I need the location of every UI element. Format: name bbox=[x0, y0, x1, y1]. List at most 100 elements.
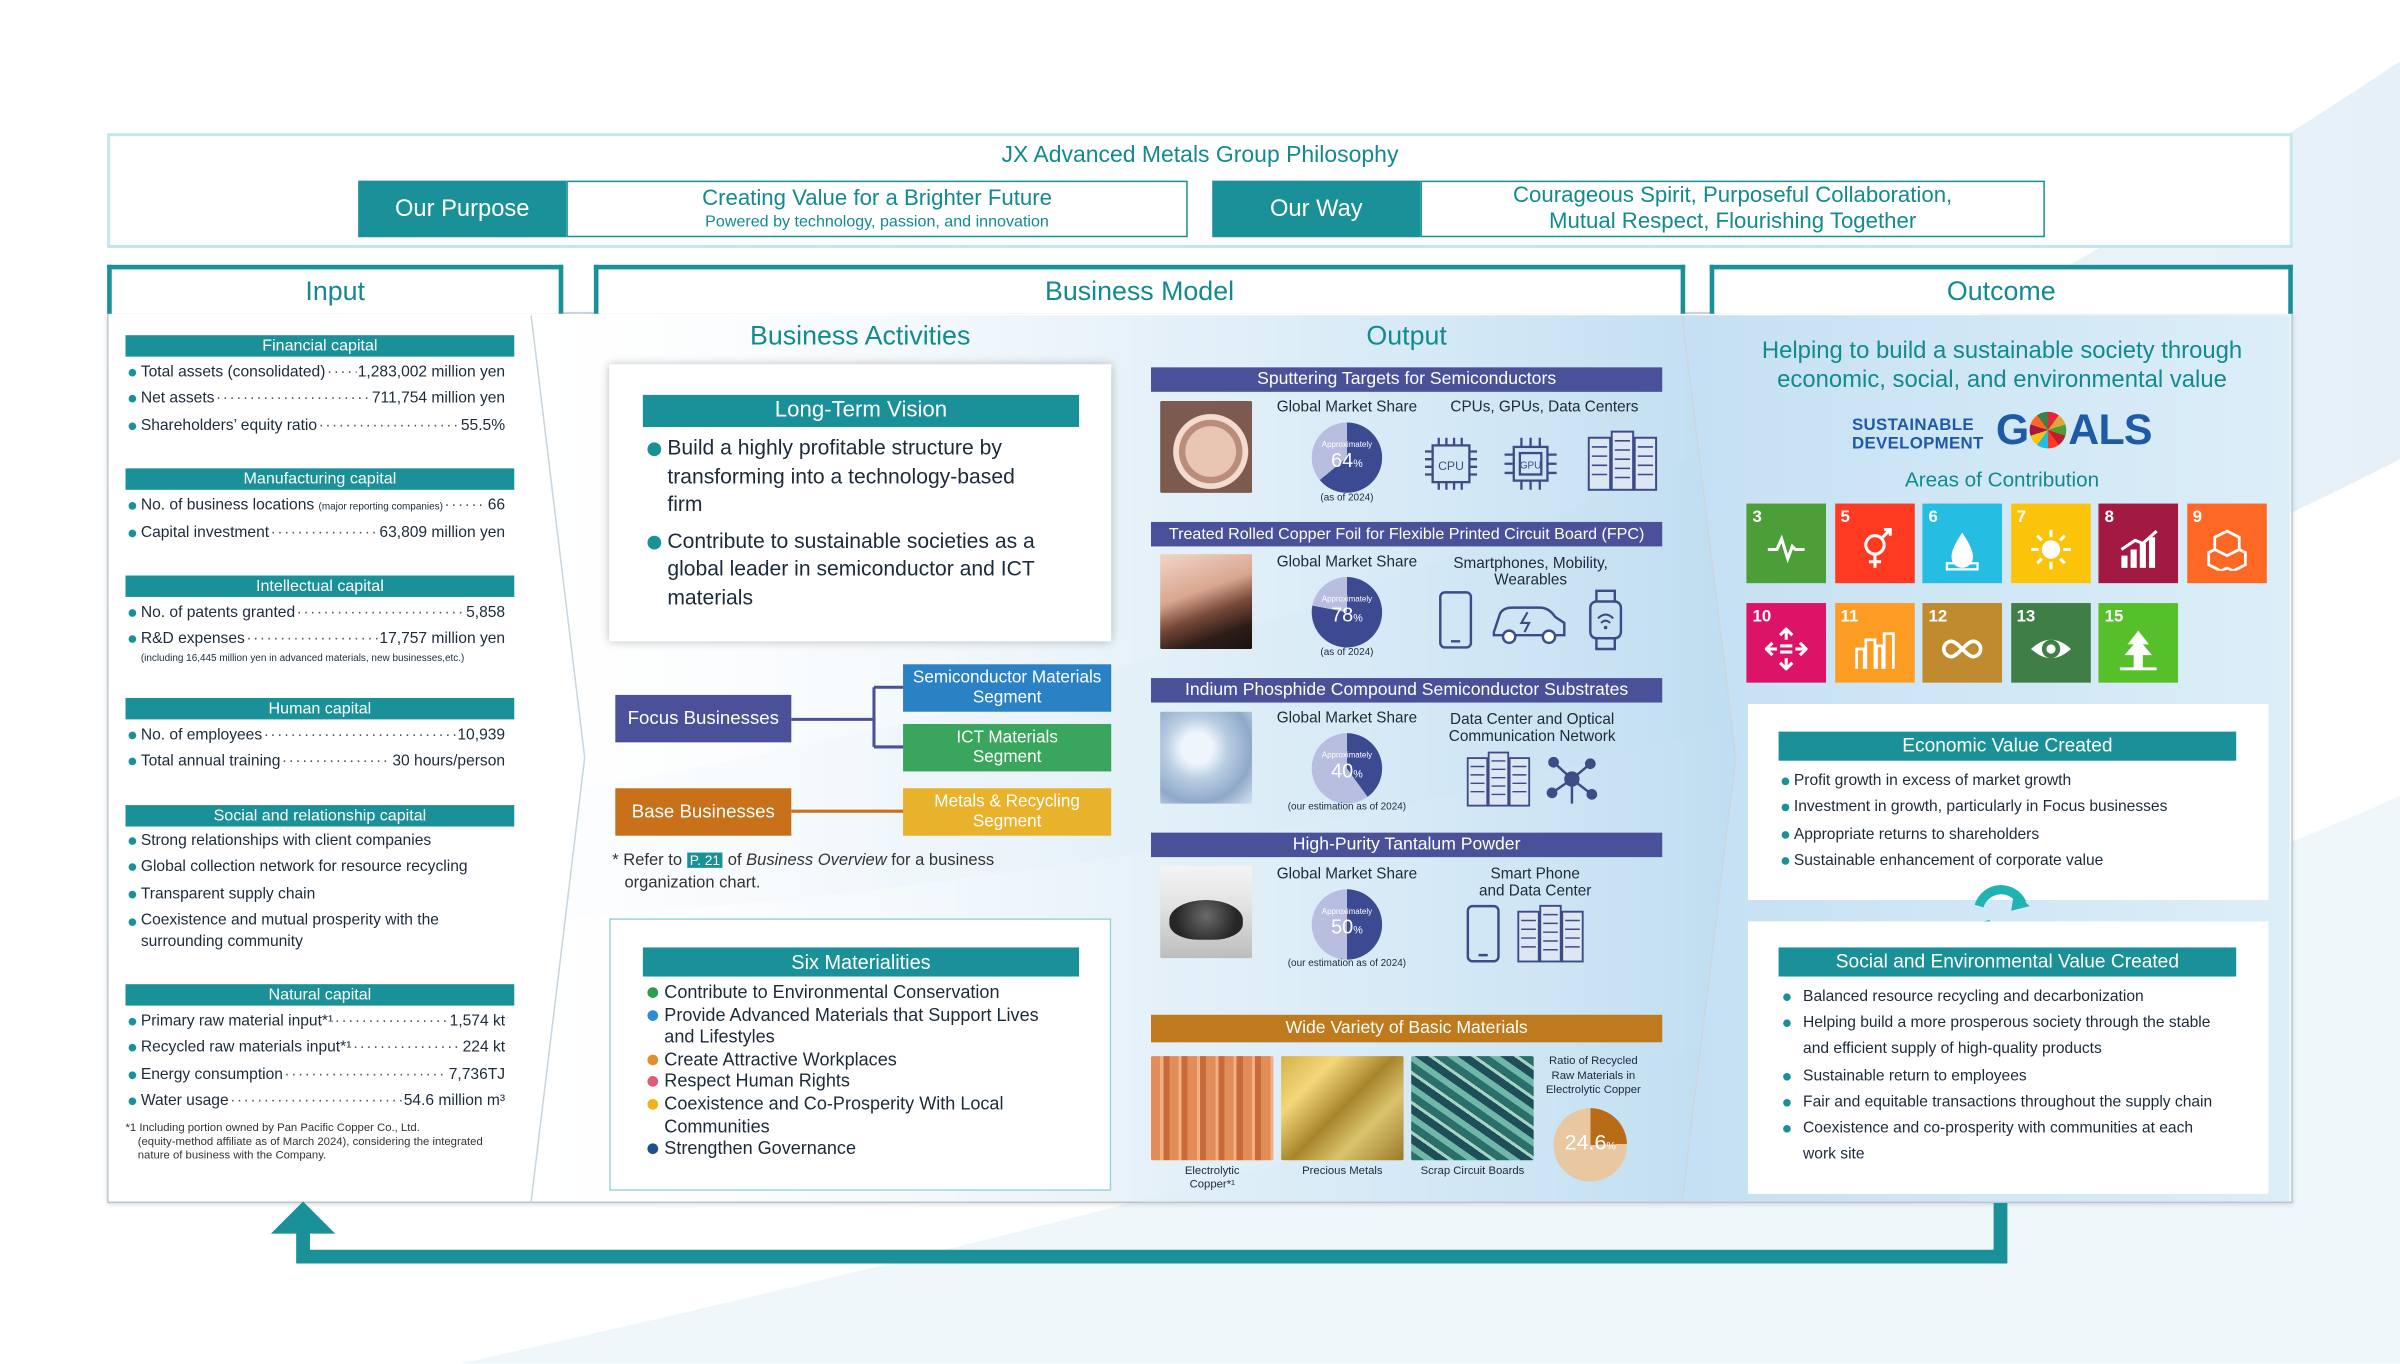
caption-line: Copper*¹ bbox=[1189, 1177, 1235, 1191]
list-text: work site bbox=[1803, 1146, 1865, 1164]
vision-line: materials bbox=[667, 586, 754, 610]
financial-row: Net assets711,754 million yen bbox=[126, 386, 506, 413]
sdg-goal-12-tile: 12 bbox=[1922, 603, 2003, 683]
refer-text: of bbox=[723, 851, 747, 870]
rd-value: 17,757 million yen bbox=[379, 631, 506, 649]
purpose-sub: Powered by technology, passion, and inno… bbox=[705, 212, 1049, 232]
energy-label: Energy consumption bbox=[140, 1066, 283, 1084]
capital-investment-row: Capital investment63,809 million yen bbox=[126, 521, 506, 548]
vision-item: Contribute to sustainable societies as a… bbox=[646, 528, 1090, 613]
our-purpose-box: Creating Value for a Brighter Future Pow… bbox=[566, 180, 1188, 238]
sdg-goal-5-tile: 5 bbox=[1834, 503, 1915, 584]
sun-icon bbox=[2030, 529, 2071, 570]
refer-doc-title: Business Overview bbox=[746, 851, 887, 870]
employees-label: No. of employees bbox=[140, 727, 263, 744]
use-line: Communication Network bbox=[1448, 728, 1616, 746]
share-asof: (as of 2024) bbox=[1320, 492, 1374, 504]
materiality-text: Contribute to Environmental Conservation bbox=[664, 981, 1000, 1003]
electrolytic-copper-photo bbox=[1151, 1056, 1274, 1161]
sputtering-target-photo bbox=[1160, 401, 1253, 493]
intellectual-capital-list: No. of patents granted5,858 R&D expenses… bbox=[126, 600, 506, 666]
list-item: Coexistence and mutual prosperity with t… bbox=[126, 910, 509, 933]
share-label: Global Market Share bbox=[1276, 399, 1418, 417]
input-header: Input bbox=[107, 264, 564, 314]
sdg-goal-9-tile: 9 bbox=[2186, 503, 2267, 584]
gauge-unit: % bbox=[1353, 926, 1363, 937]
materiality-item: Strengthen Governance bbox=[646, 1137, 1105, 1159]
gauge-approx: Approximately bbox=[1321, 751, 1373, 761]
list-item: Investment in growth, particularly in Fo… bbox=[1779, 795, 2253, 822]
use-line: Wearables bbox=[1494, 572, 1568, 590]
list-text: Fair and equitable transactions througho… bbox=[1803, 1094, 2213, 1111]
water-value: 54.6 million m³ bbox=[403, 1093, 506, 1111]
precious-metals-caption: Precious Metals bbox=[1302, 1163, 1383, 1178]
gpu-icon-label: GPU bbox=[1520, 460, 1542, 471]
gauge-approx: Approximately bbox=[1321, 440, 1373, 450]
sdg-goal-3-tile: 3 bbox=[1746, 503, 1827, 584]
social-value-list: Balanced resource recycling and decarbon… bbox=[1779, 984, 2261, 1168]
training-label: Total annual training bbox=[140, 753, 281, 771]
net-assets-value: 711,754 million yen bbox=[371, 390, 506, 408]
segment-line: Segment bbox=[972, 747, 1042, 767]
gauge-value: 40 bbox=[1331, 759, 1354, 783]
total-assets-value: 1,283,002 million yen bbox=[357, 364, 506, 382]
materiality-text: Respect Human Rights bbox=[664, 1070, 850, 1092]
purpose-main: Creating Value for a Brighter Future bbox=[702, 186, 1053, 212]
water-drop-icon bbox=[1945, 532, 1979, 571]
outcome-header: Outcome bbox=[1709, 264, 2293, 314]
materiality-item: Coexistence and Co-Prosperity With Local… bbox=[646, 1093, 1105, 1138]
data-center-icon bbox=[1466, 751, 1531, 807]
list-item: Profit growth in excess of market growth bbox=[1779, 768, 2253, 795]
electrolytic-copper-caption: Electrolytic Copper*¹ bbox=[1151, 1163, 1273, 1191]
list-item: Transparent supply chain bbox=[126, 881, 509, 908]
social-capital-list: Strong relationships with client compani… bbox=[126, 828, 509, 932]
scrap-boards-caption: Scrap Circuit Boards bbox=[1420, 1163, 1525, 1178]
gpu-icon: GPU bbox=[1504, 437, 1557, 490]
refer-text: * Refer to bbox=[612, 851, 687, 870]
equity-ratio-value: 55.5% bbox=[460, 417, 506, 435]
smartphone-icon bbox=[1439, 591, 1473, 649]
gauge-unit: % bbox=[1353, 769, 1363, 781]
footnote-line: *1 Including portion owned by Pan Pacifi… bbox=[125, 1120, 420, 1135]
equality-arrows-icon bbox=[1764, 627, 1808, 671]
share-label: Global Market Share bbox=[1276, 866, 1418, 884]
recycled-ratio-label: Ratio of Recycled Raw Materials in Elect… bbox=[1534, 1053, 1653, 1097]
business-locations-note: (major reporting companies) bbox=[318, 502, 443, 513]
sdg-goal-number: 6 bbox=[1928, 508, 1938, 527]
use-label: Data Center and Optical Communication Ne… bbox=[1433, 712, 1632, 746]
economic-value-list: Profit growth in excess of market growth… bbox=[1779, 768, 2253, 875]
outcome-tagline: Helping to build a sustainable society t… bbox=[1714, 337, 2290, 395]
sdg-goal-number: 9 bbox=[2192, 508, 2202, 527]
vision-line: Build a highly profitable structure by bbox=[667, 436, 1002, 460]
list-text: Balanced resource recycling and decarbon… bbox=[1803, 988, 2144, 1006]
use-label: Smart Phone and Data Center bbox=[1451, 866, 1619, 900]
segment-line: Segment bbox=[972, 688, 1042, 707]
input-title: Input bbox=[305, 275, 366, 307]
product-title-bar: High-Purity Tantalum Powder bbox=[1151, 832, 1663, 858]
our-way-label: Our Way bbox=[1212, 180, 1421, 238]
six-materialities-title: Six Materialities bbox=[642, 947, 1080, 977]
materiality-text: Communities bbox=[664, 1115, 770, 1137]
sdg-logo-g: G bbox=[1995, 405, 2029, 454]
sdg-logo-als: ALS bbox=[2068, 405, 2152, 454]
natural-footnote: *1 Including portion owned by Pan Pacifi… bbox=[126, 1120, 524, 1161]
footnote-line: (equity-method affiliate as of March 202… bbox=[137, 1134, 483, 1148]
metals-recycling-segment-box: Metals & Recycling Segment bbox=[903, 788, 1112, 836]
list-item: Sustainable enhancement of corporate val… bbox=[1779, 848, 2253, 875]
vision-line: transforming into a technology-based bbox=[667, 464, 1015, 488]
ratio-value: 24.6 bbox=[1564, 1129, 1607, 1155]
energy-value: 7,736TJ bbox=[448, 1066, 506, 1084]
way-line-1: Courageous Spirit, Purposeful Collaborat… bbox=[1513, 183, 1953, 209]
human-capital-list: No. of employees10,939 Total annual trai… bbox=[126, 722, 506, 775]
list-item: Helping build a more prosperous society … bbox=[1779, 1011, 2261, 1064]
share-asof: (as of 2024) bbox=[1320, 647, 1374, 659]
page-reference-link[interactable]: P. 21 bbox=[686, 852, 724, 868]
natural-row: Energy consumption 7,736TJ bbox=[126, 1062, 506, 1089]
smartphone-icon bbox=[1466, 904, 1500, 963]
scrap-circuit-boards-photo bbox=[1411, 1056, 1534, 1161]
